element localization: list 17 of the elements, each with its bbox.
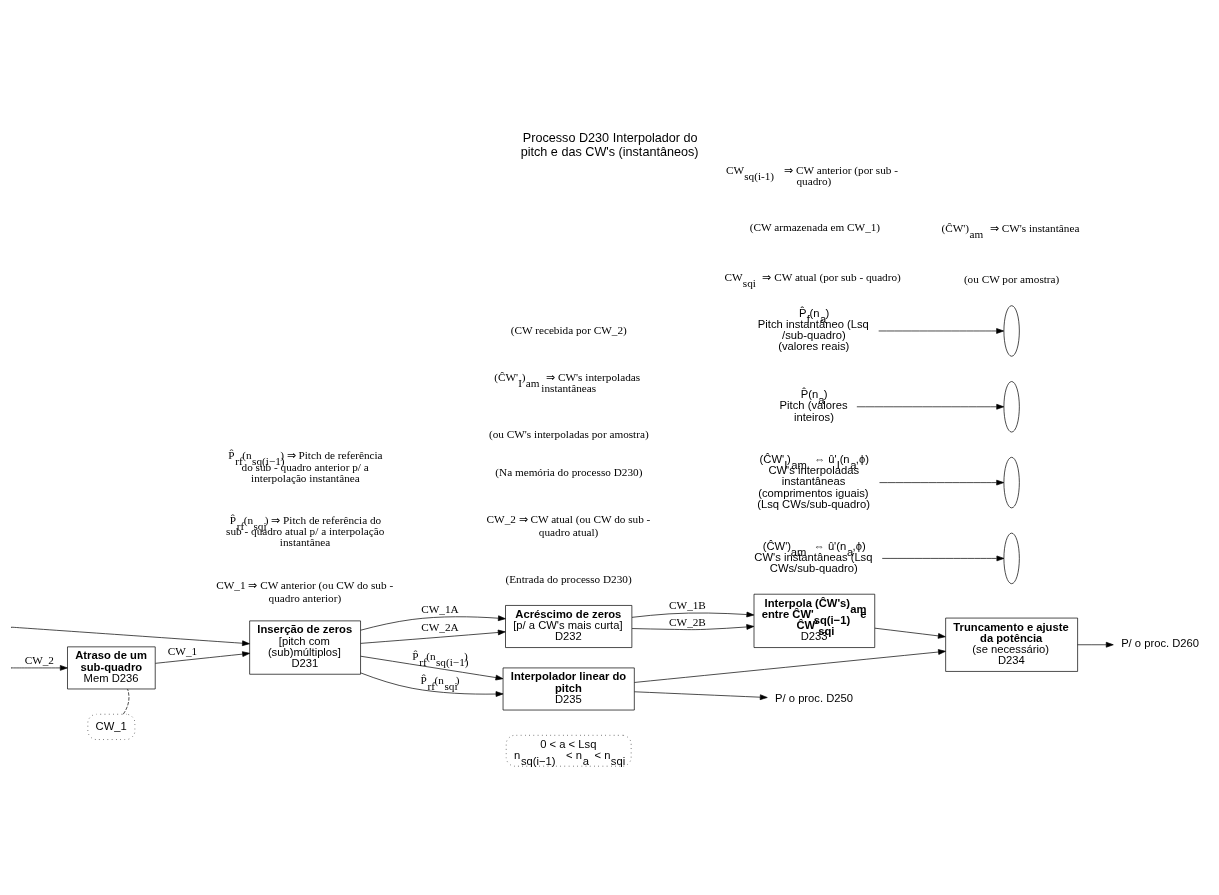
edge-label: CW_1B	[669, 598, 706, 611]
edge-label: CW_2B	[669, 615, 706, 628]
label: (CW armazenada em CW_1)	[749, 221, 881, 234]
edge-label: CW_2	[24, 654, 54, 667]
node-text: P/ o proc. D250	[775, 692, 854, 705]
edge-label: CW_2A	[421, 621, 459, 634]
edge-label: CW_1	[167, 645, 198, 658]
label: (ou CW's interpoladas por amostra)	[489, 428, 649, 441]
diagram-title: Processo D230 Interpolador do pitch e das CW's (instantâneos)	[520, 130, 699, 159]
edge-label: CW_1A	[421, 603, 459, 616]
label: CW_2 ⇒ CW atual (ou CW do sub - quadro atual)	[486, 513, 651, 538]
label: (Entrada do processo D230)	[505, 572, 632, 585]
label: (Na memória do processo D230)	[495, 466, 643, 479]
label: (ou CW por amostra)	[963, 273, 1060, 286]
label: CW_1 ⇒ CW anterior (ou CW do sub - quadro anterior)	[216, 579, 394, 604]
label: (CW recebida por CW_2)	[510, 324, 627, 337]
node-text: P/ o proc. D260	[1121, 637, 1200, 650]
